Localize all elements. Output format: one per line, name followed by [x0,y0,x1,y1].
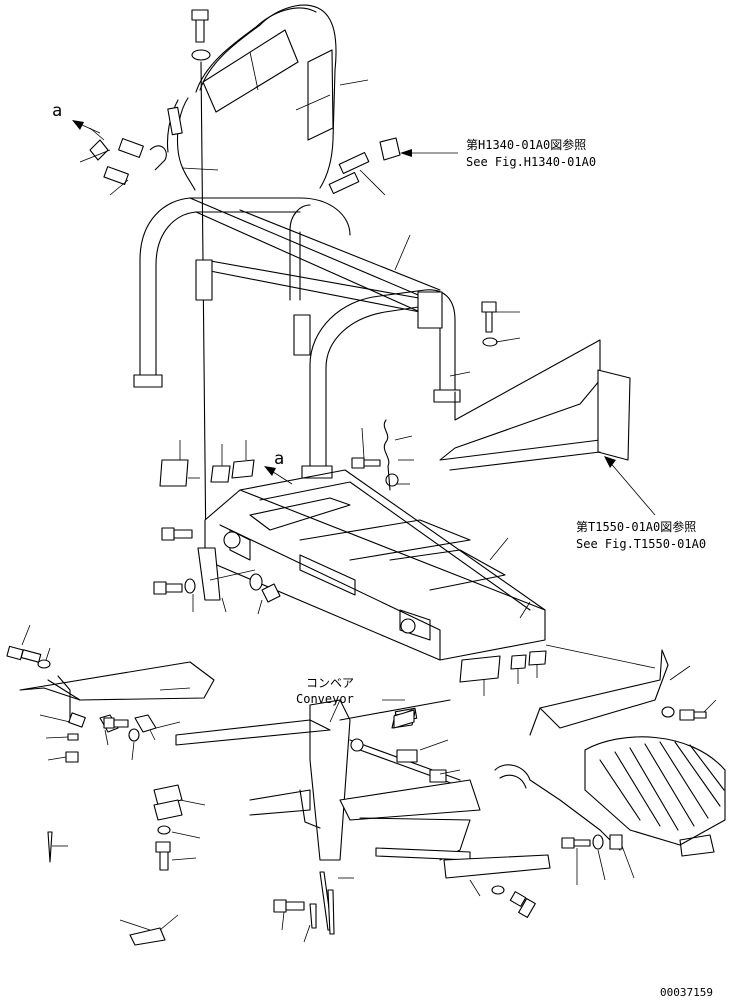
bolt-top [191,9,209,43]
label-plate-6 [528,650,547,666]
label-plate-4 [459,655,501,683]
washer-top [191,49,211,61]
conveyor-label-en: Conveyor [296,692,354,706]
label-plate-3 [231,459,255,479]
ref-mid-en: See Fig.T1550-01A0 [576,537,707,551]
chain [383,419,391,491]
conveyor-lower-frame [175,649,717,918]
tag-plate-1 [202,29,299,113]
label-plate-5 [510,654,527,670]
mount-bracket-2 [293,314,311,356]
conveyor-label-ja: コンベア [306,676,355,690]
ref-top-en: See Fig.H1340-01A0 [466,155,597,169]
conveyor-body [159,419,656,696]
hose-assembly [72,4,458,561]
cage-foot-3 [301,465,333,479]
pipe-loop [199,4,337,189]
cage-foot-1 [133,374,163,388]
frame-ref-right [439,301,656,516]
fitting-left [89,138,167,186]
ref-top-ja: 第H1340-01A0図参照 [466,138,587,152]
label-plate-1 [159,459,189,487]
hose-left [176,97,196,191]
misc-small-parts [47,784,354,946]
view-a-label-mid: a [274,449,285,469]
view-a-label-top: a [52,101,63,121]
drawing-number: 00037159 [660,986,713,999]
left-fasteners [153,527,281,615]
cage-foot-2 [433,389,461,403]
lower-left-cover [6,624,215,763]
grille-cover [494,736,726,885]
tag-plate-2 [307,49,334,141]
fitting-right [328,137,401,194]
roll-cage [133,197,471,479]
label-plate-2 [210,465,231,483]
mount-bracket-3 [417,291,443,329]
mount-bracket-1 [195,259,213,301]
ref-mid-ja: 第T1550-01A0図参照 [576,520,697,534]
right-cover [539,649,669,729]
